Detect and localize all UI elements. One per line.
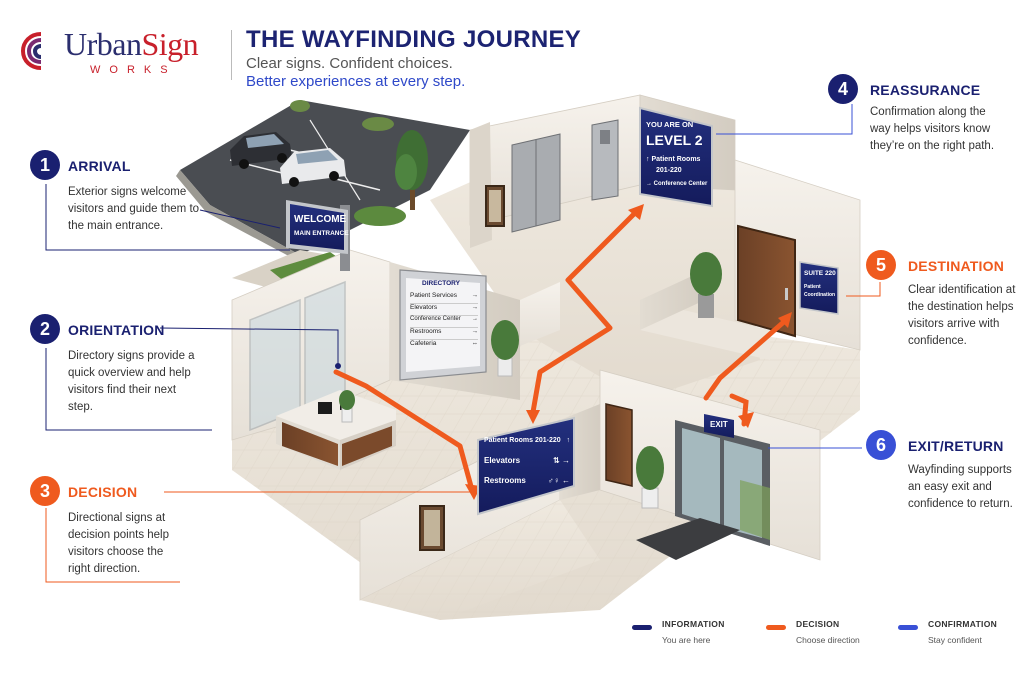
exit-doors bbox=[675, 420, 770, 546]
step-reassurance: 4 REASSURANCE Confirmation along the way… bbox=[828, 74, 1018, 174]
step-description: Exterior signs welcome visitors and guid… bbox=[68, 186, 200, 232]
elevator-icon bbox=[511, 119, 619, 233]
arrow-left-icon: ← bbox=[562, 475, 570, 485]
arrow-up-icon: ↑ bbox=[566, 436, 571, 444]
legend-item-decision: DECISION Choose direction bbox=[766, 619, 886, 649]
welcome-sign-line1: WELCOME bbox=[294, 214, 347, 225]
step-number-badge: 1 bbox=[30, 150, 60, 180]
suite-sign-line1: SUITE 220 bbox=[804, 270, 836, 277]
arrow-right-icon: → bbox=[471, 304, 479, 311]
directional-row: Restrooms ♂♀ ← bbox=[484, 475, 570, 485]
directory-item: Restrooms→ bbox=[410, 328, 478, 340]
legend-title: CONFIRMATION bbox=[928, 619, 998, 629]
step-description: Wayfinding supports an easy exit and con… bbox=[908, 464, 1013, 510]
directional-sign bbox=[477, 416, 575, 516]
step-number-badge: 4 bbox=[828, 74, 858, 104]
step-title: EXIT/RETURN bbox=[908, 438, 1004, 454]
legend-description: You are here bbox=[662, 635, 711, 645]
step-number-badge: 2 bbox=[30, 314, 60, 344]
arrow-right-icon: → bbox=[471, 292, 479, 299]
welcome-sign-line2: MAIN ENTRANCE → bbox=[294, 230, 357, 237]
plant-icon bbox=[690, 252, 722, 318]
step-title: ARRIVAL bbox=[68, 158, 131, 174]
step-number-badge: 6 bbox=[866, 430, 896, 460]
directional-sign-text: Patient Rooms 201-220↑ Elevators ⇅ → Res… bbox=[484, 430, 570, 490]
suite-sign bbox=[799, 261, 839, 315]
page-subtitle-line1: Clear signs. Confident choices. bbox=[246, 55, 453, 72]
legend-description: Choose direction bbox=[796, 635, 860, 645]
plant-icon bbox=[354, 130, 428, 226]
callout-connectors bbox=[45, 104, 881, 583]
arrow-both-icon: ⇔ bbox=[471, 340, 479, 347]
level-sign-line5: → Conference Center bbox=[646, 181, 708, 187]
exit-sign-label: EXIT bbox=[710, 420, 728, 429]
level-sign-line2: LEVEL 2 bbox=[646, 132, 703, 148]
level-sign-line1: YOU ARE ON bbox=[646, 120, 694, 129]
legend-item-confirmation: CONFIRMATION Stay confident bbox=[898, 619, 1018, 649]
header-divider bbox=[231, 30, 232, 80]
step-decision: 3 DECISION Directional signs at decision… bbox=[30, 476, 230, 576]
legend-item-information: INFORMATION You are here bbox=[632, 619, 752, 649]
welcome-sign bbox=[286, 200, 350, 271]
suite-sign-line2: Patient bbox=[804, 284, 821, 290]
directional-row: Patient Rooms 201-220↑ bbox=[484, 436, 571, 444]
legend-title: DECISION bbox=[796, 619, 840, 629]
step-number-badge: 5 bbox=[866, 250, 896, 280]
directional-row: Elevators ⇅ → bbox=[484, 455, 570, 465]
restroom-icon: ♂♀ bbox=[547, 475, 560, 485]
logo-mark-icon bbox=[20, 32, 42, 70]
floor-mat bbox=[636, 518, 740, 560]
plant-icon bbox=[636, 446, 664, 509]
step-exit-return: 6 EXIT/RETURN Wayfinding supports an eas… bbox=[866, 430, 1022, 520]
directory-totem bbox=[399, 269, 487, 381]
step-description: Confirmation along the way helps visitor… bbox=[870, 106, 995, 152]
brand-logo: UrbanSign WORKS bbox=[20, 26, 220, 78]
step-number-badge: 3 bbox=[30, 476, 60, 506]
legend-swatch bbox=[766, 625, 786, 630]
step-orientation: 2 ORIENTATION Directory signs provide a … bbox=[30, 314, 230, 424]
step-description: Clear identification at the destination … bbox=[908, 284, 1016, 347]
level-sign-line4: 201-220 bbox=[656, 167, 682, 174]
plant-icon bbox=[339, 390, 355, 423]
directory-list: Patient Services→ Elevators→ Conference … bbox=[410, 292, 478, 352]
suite-sign-line3: Coordination bbox=[804, 292, 836, 298]
brand-subtitle: WORKS bbox=[90, 64, 177, 76]
step-title: REASSURANCE bbox=[870, 82, 981, 98]
journey-path bbox=[333, 209, 789, 493]
legend-swatch bbox=[632, 625, 652, 630]
step-description: Directional signs at decision points hel… bbox=[68, 512, 170, 575]
directory-item: Elevators→ bbox=[410, 304, 478, 316]
legend-description: Stay confident bbox=[928, 635, 982, 645]
step-arrival: 1 ARRIVAL Exterior signs welcome visitor… bbox=[30, 150, 230, 240]
brand-name: UrbanSign bbox=[64, 26, 199, 62]
door-icon bbox=[605, 403, 633, 487]
directory-item: Cafeteria⇔ bbox=[410, 340, 478, 352]
arrow-right-icon: → bbox=[472, 316, 478, 322]
door-icon bbox=[737, 224, 796, 338]
level-sign-line3: ↑ Patient Rooms bbox=[646, 156, 701, 163]
legend-title: INFORMATION bbox=[662, 619, 725, 629]
elevator-icon: ⇅ bbox=[553, 455, 560, 465]
directory-item: Patient Services→ bbox=[410, 292, 478, 304]
car-icon bbox=[280, 148, 346, 187]
step-destination: 5 DESTINATION Clear identification at th… bbox=[866, 250, 1022, 350]
arrow-right-icon: → bbox=[471, 328, 479, 335]
legend-swatch bbox=[898, 625, 918, 630]
step-title: DECISION bbox=[68, 484, 138, 500]
page-subtitle-line2: Better experiences at every step. bbox=[246, 73, 466, 90]
step-title: DESTINATION bbox=[908, 258, 1005, 274]
page-title: THE WAYFINDING JOURNEY bbox=[246, 26, 582, 53]
arrow-right-icon: → bbox=[562, 455, 570, 465]
step-description: Directory signs provide a quick overview… bbox=[68, 350, 195, 413]
directory-item: Conference Center→ bbox=[410, 316, 478, 328]
step-title: ORIENTATION bbox=[68, 322, 165, 338]
level-sign bbox=[639, 106, 713, 208]
directory-title: DIRECTORY bbox=[422, 280, 460, 287]
plant-icon bbox=[491, 320, 519, 377]
exit-sign bbox=[704, 414, 734, 438]
car-icon bbox=[230, 132, 292, 169]
